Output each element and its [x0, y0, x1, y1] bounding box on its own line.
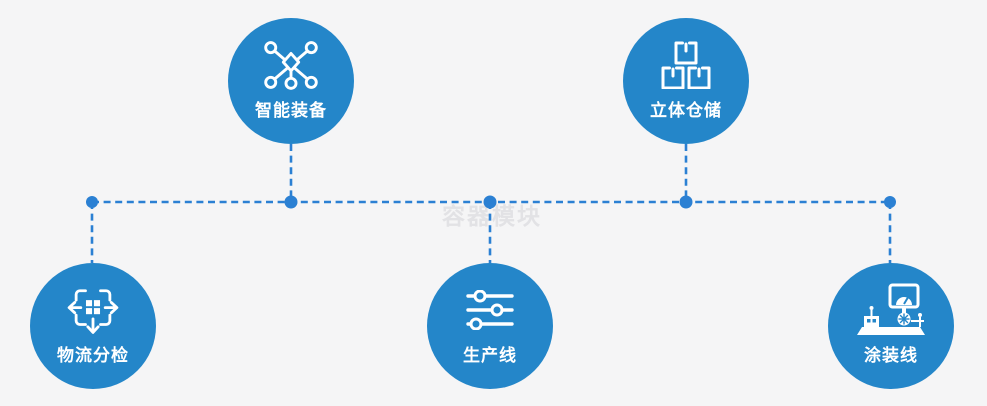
node-cubic-warehouse: 立体仓储	[623, 18, 749, 144]
sorting-arrows-icon	[63, 283, 123, 337]
node-coating-line: 涂装线	[828, 263, 954, 389]
node-circle: 涂装线	[828, 263, 954, 389]
junction-dot	[679, 195, 693, 209]
node-label: 物流分检	[57, 345, 129, 365]
sliders-icon	[466, 283, 514, 337]
node-circle: 物流分检	[30, 263, 156, 389]
junction-dot	[884, 196, 896, 208]
stacked-boxes-icon	[660, 38, 712, 92]
node-circle: 立体仓储	[623, 18, 749, 144]
junction-dot	[284, 195, 298, 209]
node-label: 生产线	[463, 345, 517, 365]
node-label: 涂装线	[864, 345, 918, 365]
node-circle: 智能装备	[228, 18, 354, 144]
junction-dot	[86, 196, 98, 208]
node-label: 立体仓储	[650, 100, 722, 120]
junction-dot	[483, 195, 497, 209]
node-production-line: 生产线	[427, 263, 553, 389]
node-smart-equipment: 智能装备	[228, 18, 354, 144]
node-circle: 生产线	[427, 263, 553, 389]
machine-monitor-icon	[854, 283, 928, 337]
network-nodes-icon	[263, 38, 319, 92]
node-label: 智能装备	[255, 100, 327, 120]
node-logistics-sorting: 物流分检	[30, 263, 156, 389]
